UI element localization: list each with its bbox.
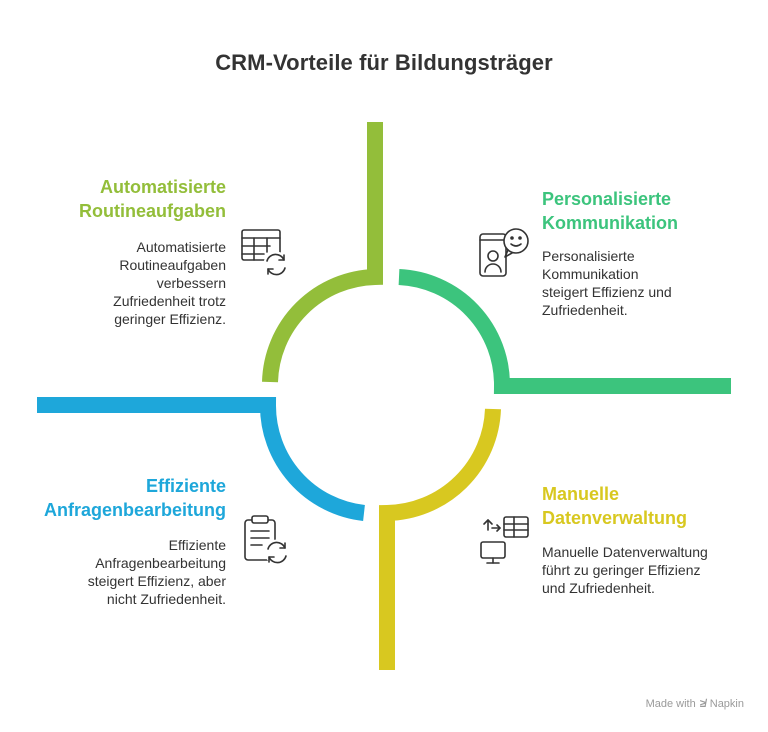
desc-line: verbessern [156,275,226,291]
desc-personalisierte-kommunikation: Personalisierte Kommunikation steigert E… [542,247,752,319]
heading-line: Personalisierte [542,189,672,209]
desc-line: Automatisierte [136,239,226,255]
footer-brand: Napkin [709,698,744,710]
desc-line: nicht Zufriedenheit. [106,591,226,607]
heading-personalisierte-kommunikation: Personalisierte Kommunikation [542,187,752,235]
heading-manuelle-datenverwaltung: Manuelle Datenverwaltung [542,482,752,530]
arc-bottom-right [379,408,501,670]
desc-line: Zufriedenheit trotz [113,293,226,309]
heading-line: Manuelle [542,484,620,504]
arc-top-left [262,122,383,383]
desc-line: Routineaufgaben [119,257,226,273]
heading-line: Routineaufgaben [79,201,226,221]
desc-effiziente-anfragenbearbeitung: Effiziente Anfragenbearbeitung steigert … [40,536,226,608]
heading-line: Effiziente [145,476,226,496]
desc-line: steigert Effizienz und [542,284,672,300]
clipboard-refresh-icon [244,515,290,565]
desc-line: geringer Effizienz. [114,311,226,327]
desc-line: steigert Effizienz, aber [87,573,226,589]
heading-effiziente-anfragenbearbeitung: Effiziente Anfragenbearbeitung [20,474,226,522]
heading-line: Datenverwaltung [542,508,688,528]
napkin-logo-icon: ≱ [699,698,706,710]
heading-line: Automatisierte [99,177,226,197]
arc-bottom-left [37,397,366,521]
monitor-table-icon [480,516,529,564]
made-with-napkin-footer: Made with ≱ Napkin [646,698,744,710]
desc-line: Personalisierte [542,248,635,264]
desc-line: Effiziente [168,537,226,553]
page-title: CRM-Vorteile für Bildungsträger [215,50,553,75]
personal-chat-icon [479,228,529,277]
table-refresh-icon [241,229,289,277]
heading-automatisierte-routineaufgaben: Automatisierte Routineaufgaben [30,175,226,223]
heading-line: Anfragenbearbeitung [43,500,226,520]
heading-line: Kommunikation [542,213,679,233]
desc-line: Kommunikation [542,266,639,282]
desc-line: und Zufriedenheit. [542,580,655,596]
arc-top-right [398,269,731,394]
desc-line: Manuelle Datenverwaltung [542,544,708,560]
desc-automatisierte-routineaufgaben: Automatisierte Routineaufgaben verbesser… [60,238,226,328]
footer-prefix: Made with [645,698,696,710]
desc-line: führt zu geringer Effizienz [542,562,701,578]
desc-line: Anfragenbearbeitung [95,555,226,571]
desc-manuelle-datenverwaltung: Manuelle Datenverwaltung führt zu gering… [542,543,752,597]
desc-line: Zufriedenheit. [542,302,628,318]
